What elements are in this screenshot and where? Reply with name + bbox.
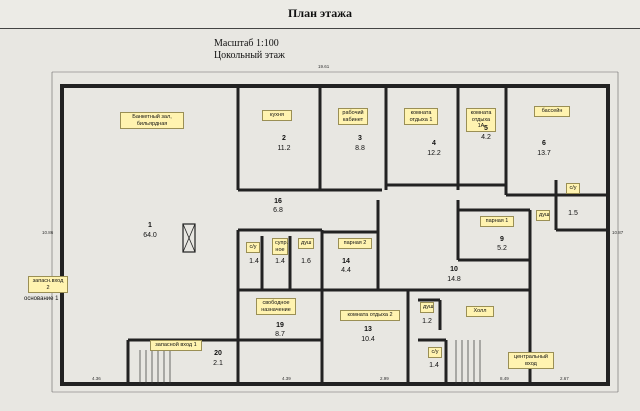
label-dush-2: душ [536, 210, 550, 221]
room-area-20: 2.1 [213, 360, 223, 367]
room-number-4: 4 [432, 140, 436, 147]
dim-bottom-4: 8.49 [500, 376, 509, 381]
room-number-2: 2 [282, 135, 286, 142]
small-area-2: 1.4 [275, 258, 285, 265]
room-area-19: 8.7 [275, 331, 285, 338]
label-dush-1: душ [298, 238, 314, 249]
scale-label: Масштаб 1:100 [214, 38, 279, 49]
small-area-4: 1.5 [568, 210, 578, 217]
room-number-1: 1 [148, 222, 152, 229]
room-label-rest2: комната отдыха 2 [340, 310, 400, 321]
title-bar: План этажа [0, 0, 640, 29]
room-label-rest1a: комната отдыха 1А [466, 108, 496, 132]
room-label-hall: Холл [466, 306, 494, 317]
label-su-2: с/у [566, 183, 580, 194]
label-spare-entrance-2: запасн.вход 2 [28, 276, 68, 293]
room-area-4: 12.2 [427, 150, 441, 157]
room-area-9: 5.2 [497, 245, 507, 252]
room-number-19: 19 [276, 322, 284, 329]
room-label-sauna2: парная 2 [338, 238, 372, 249]
room-number-10: 10 [450, 266, 458, 273]
room-number-3: 3 [358, 135, 362, 142]
dim-top: 19.61 [318, 64, 330, 69]
small-area-3: 1.6 [301, 258, 311, 265]
floor-label: Цокольный этаж [214, 50, 285, 61]
small-area-1: 1.4 [249, 258, 259, 265]
room-area-10: 14.8 [447, 276, 461, 283]
room-number-16: 16 [274, 198, 282, 205]
room-number-13: 13 [364, 326, 372, 333]
room-label-kitchen: кухня [262, 110, 292, 121]
room-area-3: 8.8 [355, 145, 365, 152]
room-label-banquet: Банкетный зал, бильярдная [120, 112, 184, 129]
room-number-14: 14 [342, 258, 350, 265]
room-label-office: рабочий кабинет [338, 108, 368, 125]
label-central-entrance: центральный вход [508, 352, 554, 369]
room-number-9: 9 [500, 236, 504, 243]
room-area-2: 11.2 [277, 145, 291, 152]
dim-bottom-5: 2.67 [560, 376, 569, 381]
room-area-5: 4.2 [481, 134, 491, 141]
label-dush-3: душ [420, 302, 434, 313]
scale-info: Масштаб 1:100 Цокольный этаж [214, 38, 285, 62]
dim-left: 10.86 [42, 230, 54, 235]
room-area-14: 4.4 [341, 267, 351, 274]
room-area-6: 13.7 [537, 150, 551, 157]
room-label-spare1: запасной вход 1 [150, 340, 202, 351]
dim-bottom-1: 4.36 [92, 376, 101, 381]
dim-right: 10.87 [612, 230, 624, 235]
dim-bottom-2: 4.39 [282, 376, 291, 381]
room-number-6: 6 [542, 140, 546, 147]
label-sup: супр. ное [272, 238, 288, 255]
room-area-13: 10.4 [361, 336, 375, 343]
label-su-1: с/у [246, 242, 260, 253]
small-area-5: 1.2 [422, 318, 432, 325]
room-label-sauna1: парная 1 [480, 216, 514, 227]
room-number-20: 20 [214, 350, 222, 357]
room-label-free: свободное назначение [256, 298, 296, 315]
label-spare-entrance-2-ext: основание 1 [24, 296, 59, 302]
page-title: План этажа [288, 6, 352, 20]
room-area-16: 6.8 [273, 207, 283, 214]
room-label-pool: бассейн [534, 106, 570, 117]
room-area-1: 64.0 [143, 232, 157, 239]
room-label-rest1: комната отдыха 1 [404, 108, 438, 125]
room-number-5: 5 [484, 125, 488, 132]
label-su-3: с/у [428, 347, 442, 358]
small-area-6: 1.4 [429, 362, 439, 369]
dim-bottom-3: 2.99 [380, 376, 389, 381]
